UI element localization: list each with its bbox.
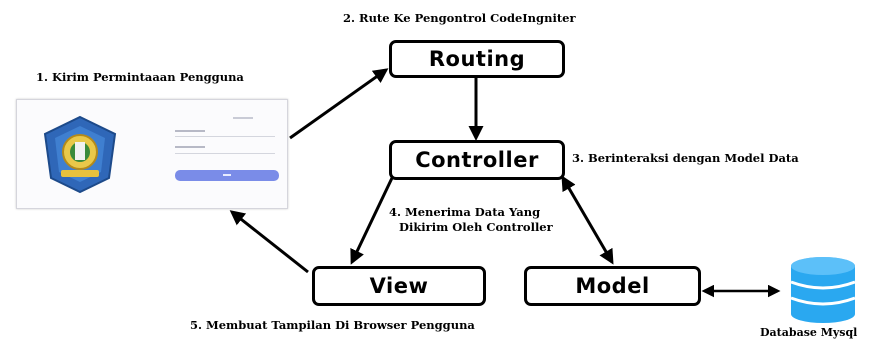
field-label-placeholder (175, 146, 205, 148)
step-2-label: 2. Rute Ke Pengontrol CodeIngniter (343, 11, 576, 25)
model-label: Model (575, 274, 650, 298)
database-label: Database Mysql (760, 326, 858, 339)
step-1-label: 1. Kirim Permintaaan Pengguna (36, 70, 244, 84)
routing-label: Routing (428, 47, 526, 71)
arrow-view-to-browser (229, 210, 309, 274)
login-button-placeholder (175, 170, 279, 181)
browser-login-screenshot (16, 99, 288, 209)
step-4-line-2: Dikirim Oleh Controller (399, 220, 553, 234)
arrow-controller-model (561, 175, 614, 265)
model-box: Model (524, 266, 701, 306)
controller-box: Controller (389, 140, 565, 180)
username-field-placeholder (175, 136, 275, 137)
routing-box: Routing (389, 40, 565, 78)
step-5-label: 5. Membuat Tampilan Di Browser Pengguna (190, 318, 475, 332)
step-4-label: 4. Menerima Data Yang Dikirim Oleh Contr… (387, 205, 553, 235)
university-logo-icon (43, 115, 117, 194)
field-label-placeholder (175, 130, 205, 132)
step-3-label: 3. Berinteraksi dengan Model Data (572, 151, 799, 165)
controller-label: Controller (415, 148, 539, 172)
arrow-browser-to-routing (289, 68, 389, 140)
form-title-placeholder (233, 117, 253, 119)
view-label: View (369, 274, 429, 298)
password-field-placeholder (175, 153, 275, 154)
view-box: View (312, 266, 486, 306)
database-icon (790, 257, 856, 323)
arrow-controller-to-view (350, 177, 394, 265)
step-4-line-1: 4. Menerima Data Yang (389, 205, 541, 219)
